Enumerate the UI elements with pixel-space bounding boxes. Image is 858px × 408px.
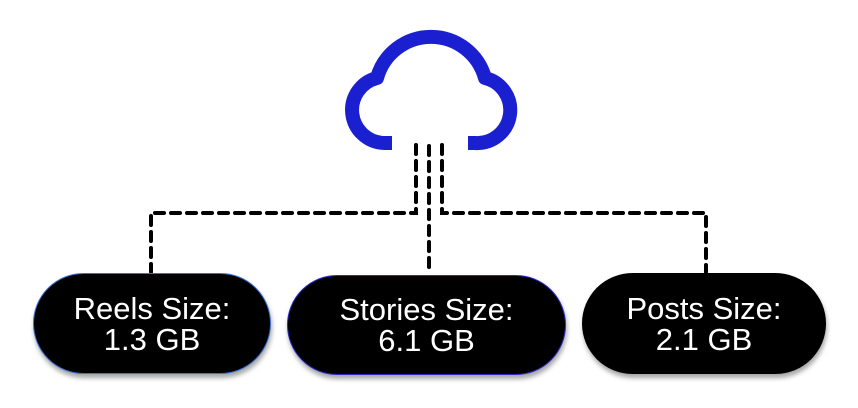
posts-size-value: 2.1 GB	[655, 321, 753, 357]
connector-posts	[440, 143, 708, 274]
stories-size-label: Stories Size:	[339, 292, 514, 327]
reels-size-node: Reels Size: 1.3 GB	[33, 273, 271, 374]
posts-size-node: Posts Size: 2.1 GB	[582, 273, 826, 374]
reels-size-value: 1.3 GB	[103, 321, 201, 357]
reels-size-label: Reels Size:	[73, 290, 231, 326]
stories-size-node: Stories Size: 6.1 GB	[287, 275, 566, 375]
stories-size-value: 6.1 GB	[378, 323, 475, 358]
cloud-icon	[345, 29, 518, 151]
posts-size-label: Posts Size:	[626, 290, 782, 326]
connector-reels	[149, 143, 418, 274]
